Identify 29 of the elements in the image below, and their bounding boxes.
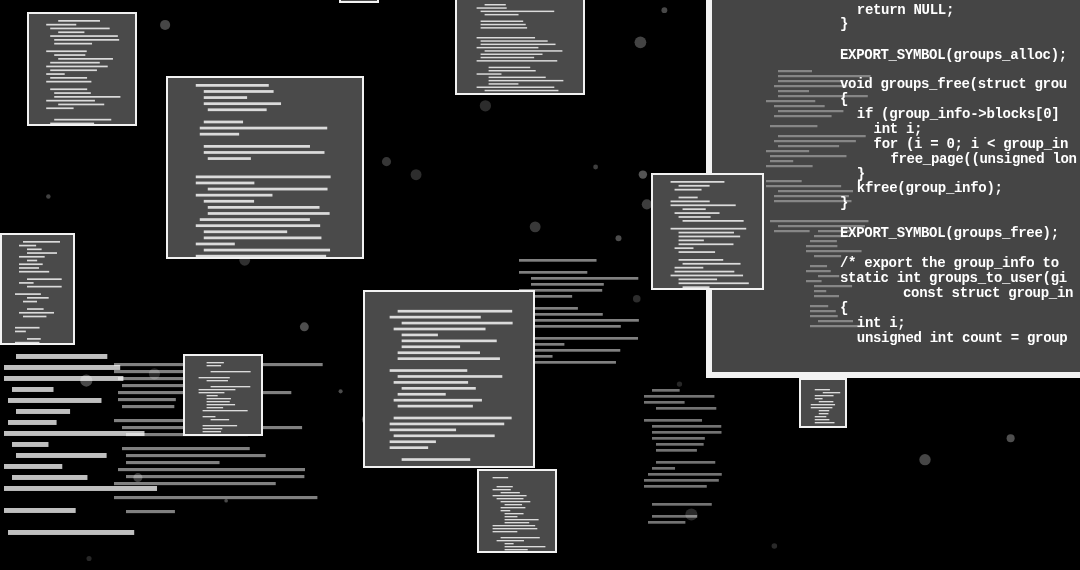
code-panel	[706, 0, 1080, 378]
code-line: return NULL;	[856, 2, 954, 18]
code-line: void groups_free(struct grou	[840, 76, 1067, 92]
code-line: }	[840, 195, 849, 211]
code-panel	[455, 0, 585, 95]
code-panel	[0, 233, 75, 345]
code-line: const struct group_in	[903, 285, 1074, 301]
code-panel	[27, 12, 137, 126]
code-line: free_page((unsigned lon	[890, 151, 1077, 167]
code-panel	[651, 173, 764, 290]
code-line: EXPORT_SYMBOL(groups_free);	[840, 225, 1059, 241]
code-panel	[183, 354, 263, 436]
code-line: int i;	[856, 315, 906, 331]
code-line: for (i = 0; i < group_in	[873, 136, 1069, 152]
code-line: static int groups_to_user(gi	[840, 270, 1067, 286]
code-line: kfree(group_info);	[856, 180, 1003, 196]
code-line: /* export the group_info to	[840, 255, 1059, 271]
code-line: {	[840, 300, 849, 316]
code-panel	[363, 290, 535, 468]
code-panel	[166, 76, 364, 259]
code-panel	[799, 378, 847, 428]
code-line: }	[840, 16, 849, 32]
code-panel	[477, 469, 557, 553]
code-line: EXPORT_SYMBOL(groups_alloc);	[840, 47, 1067, 63]
code-line: if (group_info->blocks[0]	[856, 106, 1060, 122]
code-line: int i;	[873, 121, 923, 137]
code-line: {	[840, 91, 849, 107]
code-line: unsigned int count = group	[856, 330, 1068, 346]
code-line: }	[856, 166, 865, 182]
